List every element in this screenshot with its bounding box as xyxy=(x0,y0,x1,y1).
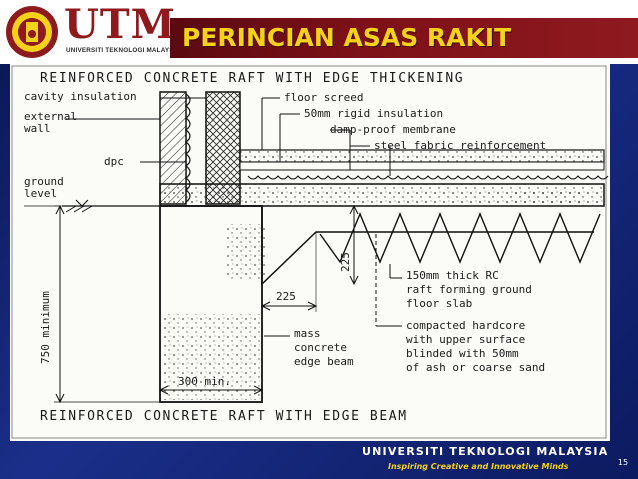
dim-225-horizontal: 225 xyxy=(276,290,296,303)
dim-300-min: 300 min. xyxy=(178,375,231,388)
header: UTM UNIVERSITI TEKNOLOGI MALAYSIA PERINC… xyxy=(0,0,638,64)
label-raft-1: 150mm thick RC xyxy=(406,269,499,282)
label-hardcore-2: with upper surface xyxy=(406,333,526,346)
title-bar xyxy=(170,18,638,58)
label-hardcore-1: compacted hardcore xyxy=(406,319,526,332)
page-number: 15 xyxy=(617,458,629,467)
label-mass-3: edge beam xyxy=(294,355,354,368)
label-cavity-insulation: cavity insulation xyxy=(24,90,137,103)
brand-name: UTM xyxy=(64,1,176,48)
hardcore-zigzag xyxy=(319,212,601,264)
slide-title: PERINCIAN ASAS RAKIT xyxy=(182,23,512,52)
footer-university: UNIVERSITI TEKNOLOGI MALAYSIA xyxy=(362,445,609,458)
label-hardcore-4: of ash or coarse sand xyxy=(406,361,546,374)
top-caption: REINFORCED CONCRETE RAFT WITH EDGE THICK… xyxy=(40,71,465,86)
dim-225-vertical: 225 xyxy=(339,252,352,272)
label-external: external xyxy=(24,110,77,123)
label-ground: ground xyxy=(24,175,64,188)
label-wall: wall xyxy=(24,122,51,135)
label-floor-screed: floor screed xyxy=(284,91,364,104)
label-mass-2: concrete xyxy=(294,341,347,354)
label-hardcore-3: blinded with 50mm xyxy=(406,347,519,360)
label-dpm: damp-proof membrane xyxy=(330,123,456,136)
brand-subtitle: UNIVERSITI TEKNOLOGI MALAYSIA xyxy=(66,47,181,54)
rigid-insulation xyxy=(239,161,605,171)
diagram-drawing xyxy=(11,65,609,439)
rc-slab xyxy=(159,183,605,207)
dim-750-minimum: 750 minimum xyxy=(39,291,52,364)
edge-beam xyxy=(159,205,263,403)
label-level: level xyxy=(24,187,58,200)
brand: UTM UNIVERSITI TEKNOLOGI MALAYSIA xyxy=(64,1,180,60)
label-mass-1: mass xyxy=(294,327,321,340)
footer-tagline: Inspiring Creative and Innovative Minds xyxy=(388,462,569,471)
label-raft-3: floor slab xyxy=(406,297,473,310)
construction-diagram: REINFORCED CONCRETE RAFT WITH EDGE THICK… xyxy=(10,64,610,441)
label-steel-fabric: steel fabric reinforcement xyxy=(374,139,547,152)
label-rigid-insulation: 50mm rigid insulation xyxy=(304,107,444,120)
utm-crest-icon xyxy=(6,6,58,58)
bottom-caption: REINFORCED CONCRETE RAFT WITH EDGE BEAM xyxy=(40,409,408,424)
steel-fabric xyxy=(247,175,609,180)
label-raft-2: raft forming ground xyxy=(406,283,532,296)
edge-beam-fill xyxy=(162,314,260,400)
label-dpc: dpc xyxy=(104,155,124,168)
